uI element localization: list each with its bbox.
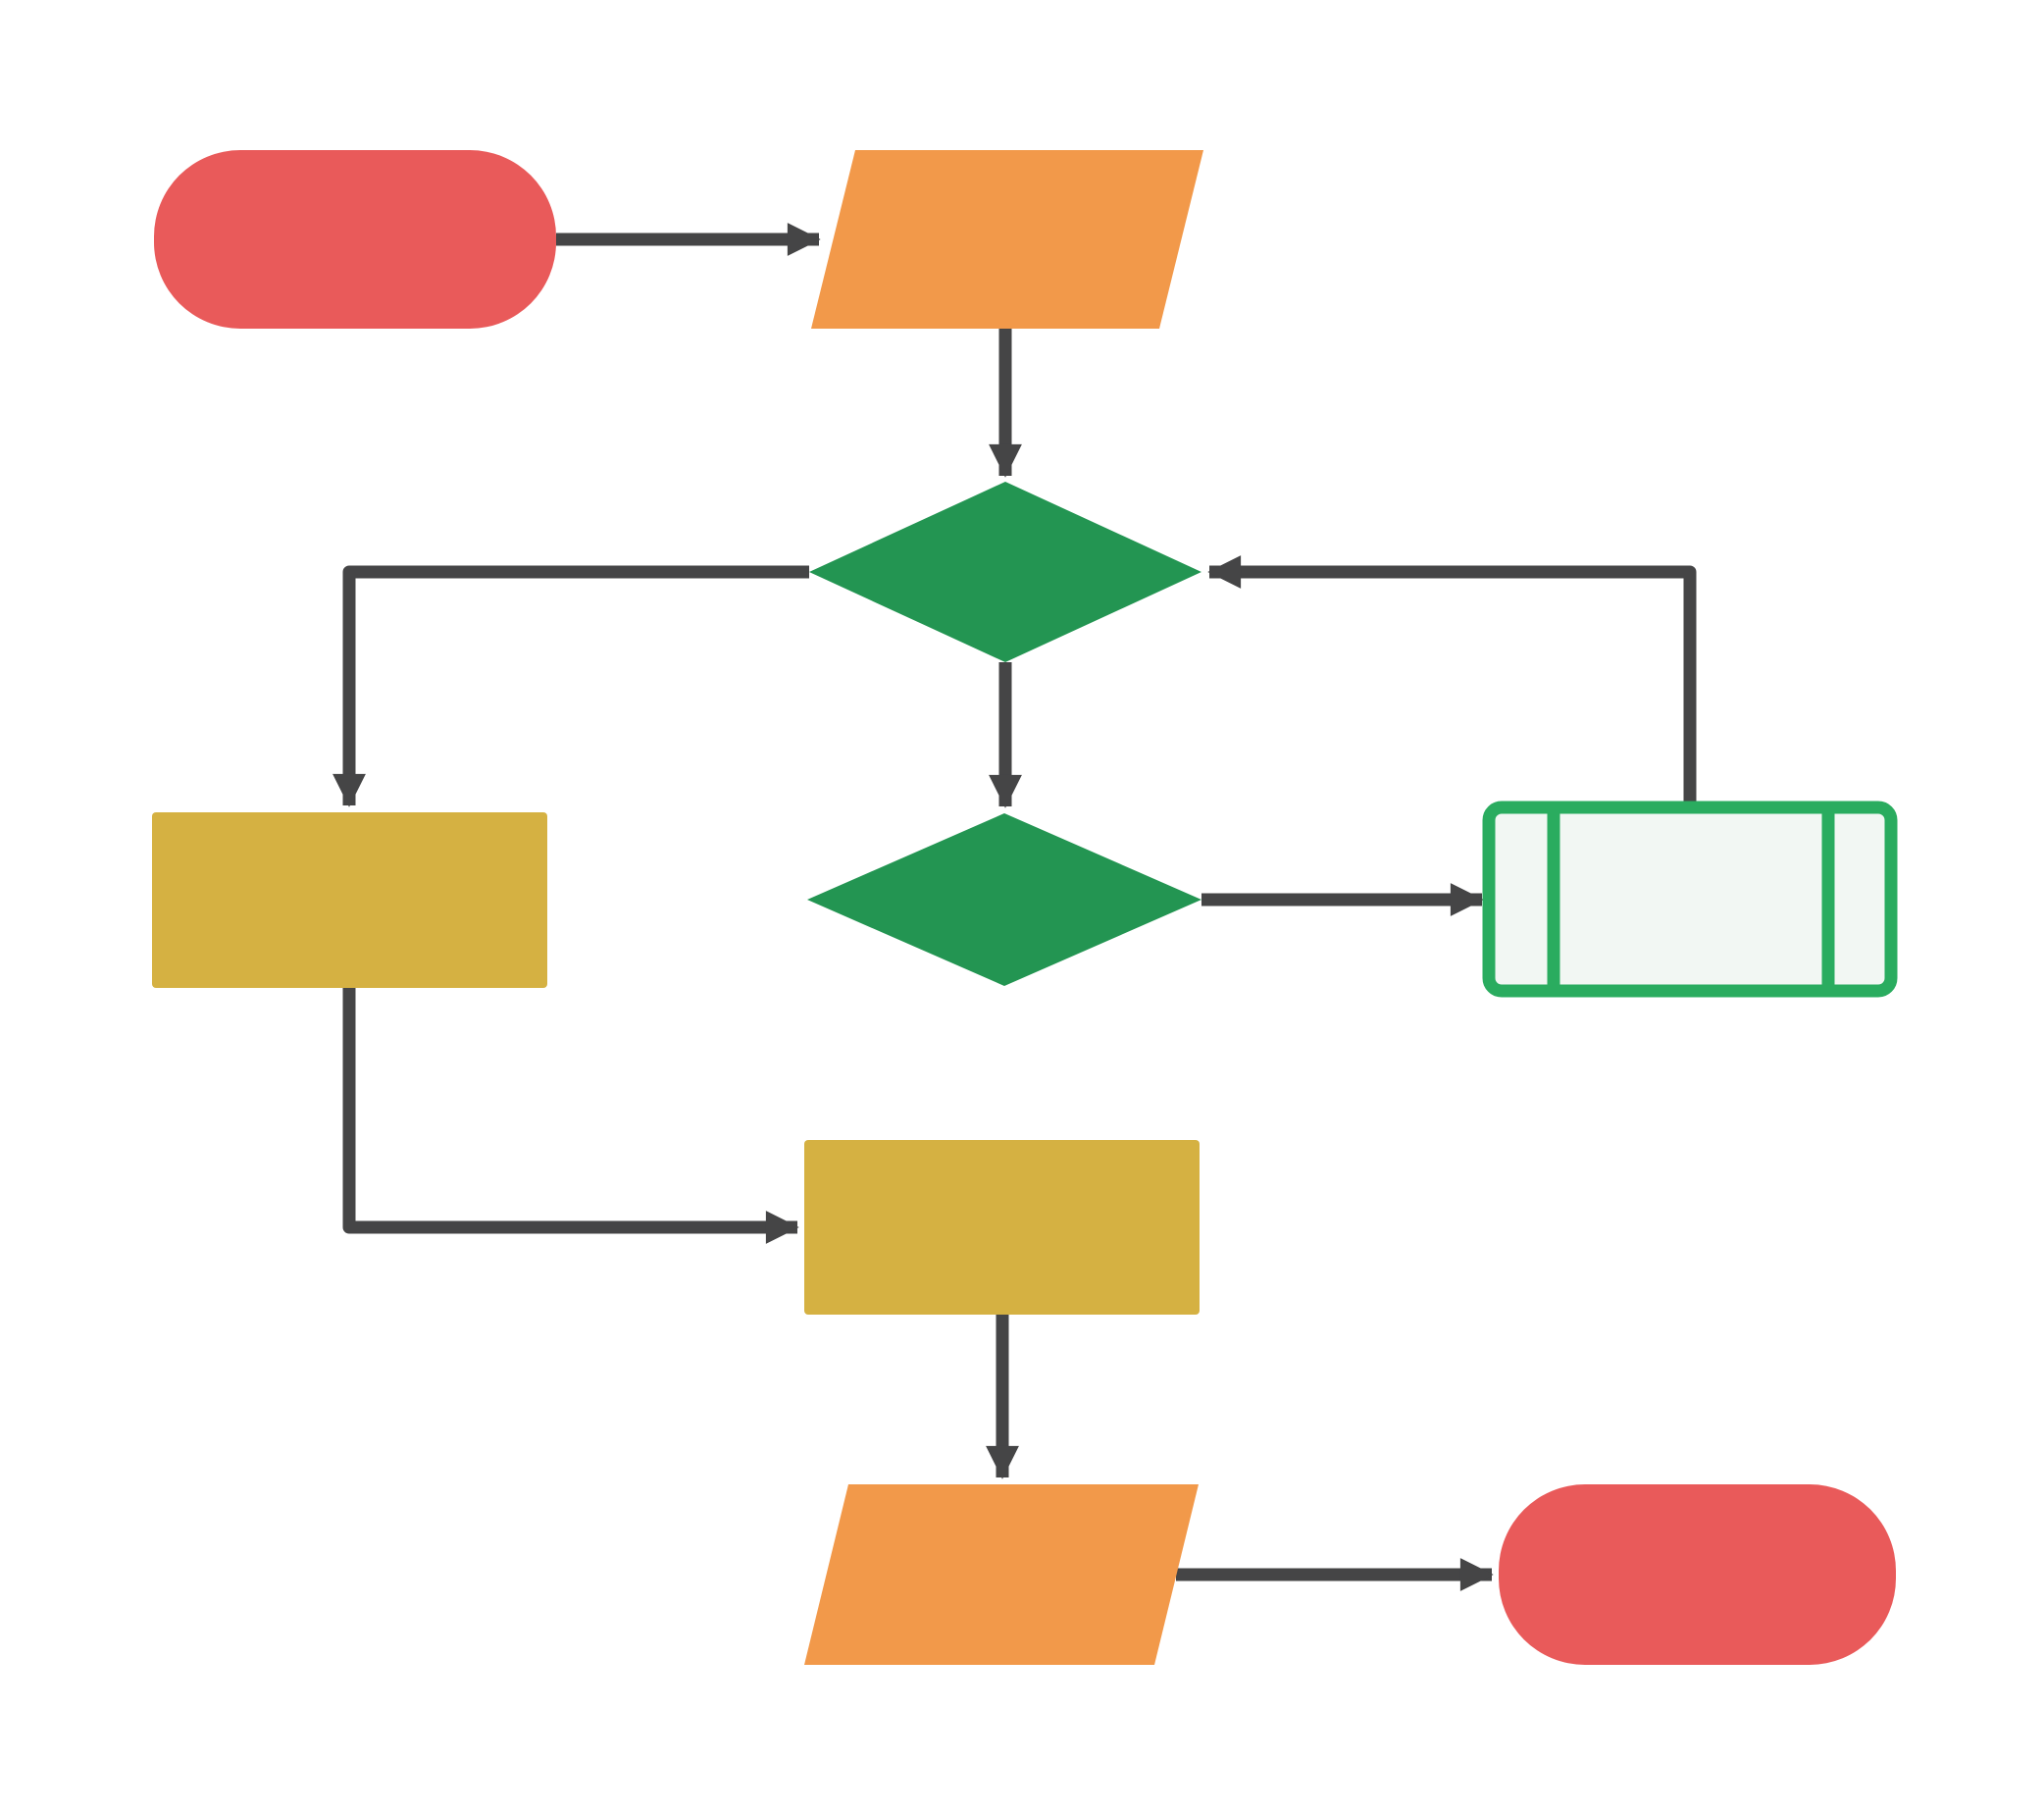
connector-subroutine-to-decision-1[interactable] [1207, 555, 1697, 807]
node-start-terminator[interactable] [154, 150, 556, 329]
node-input-data-parallelogram[interactable] [811, 150, 1203, 329]
node-decision-1-diamond[interactable] [809, 482, 1201, 662]
node-decision-2-diamond[interactable] [807, 813, 1201, 986]
node-output-data-parallelogram[interactable] [804, 1484, 1199, 1665]
node-subroutine-predefined-process[interactable] [1482, 801, 1898, 998]
node-end-terminator[interactable] [1499, 1484, 1896, 1665]
node-process-left-rectangle[interactable] [152, 812, 547, 988]
connector-decision-1-to-process-left[interactable] [332, 565, 809, 807]
connector-process-left-to-process-center[interactable] [342, 988, 799, 1244]
subroutine-outer-box[interactable] [1482, 801, 1898, 998]
node-process-center-rectangle[interactable] [804, 1140, 1200, 1315]
